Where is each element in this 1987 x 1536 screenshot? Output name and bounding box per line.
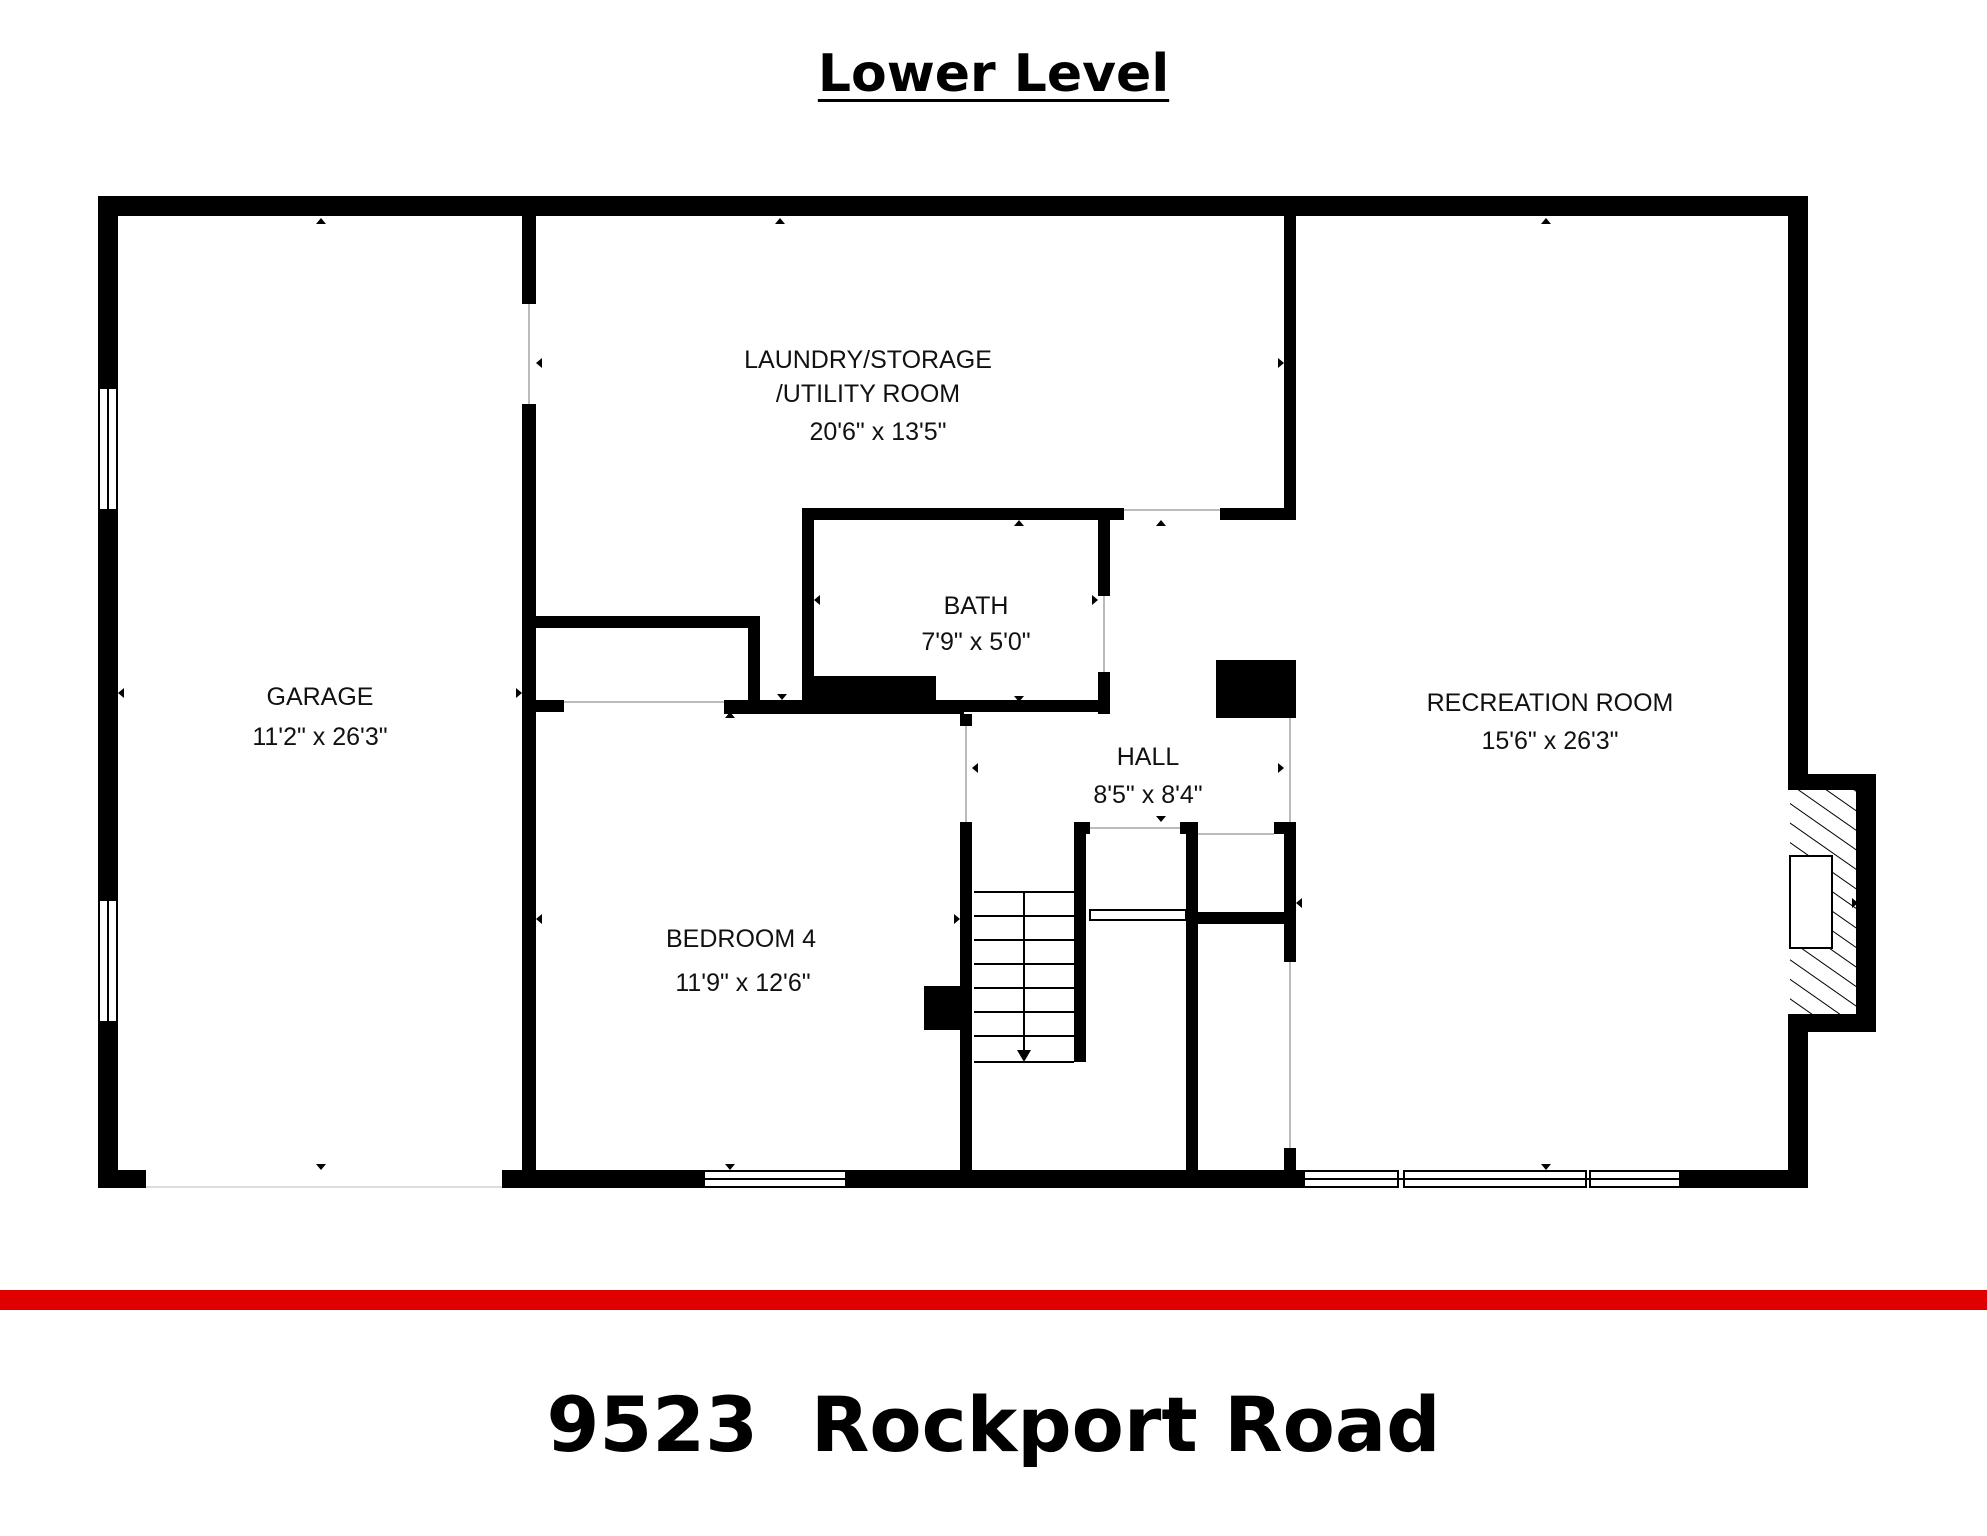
wall-stair-top-left <box>1074 822 1090 834</box>
room-hall-name: HALL <box>1117 743 1180 771</box>
room-laundry-name-line2: /UTILITY ROOM <box>776 380 960 408</box>
door-openings <box>528 304 1291 1148</box>
room-hall-dims: 8'5" x 8'4" <box>1093 781 1202 809</box>
room-hall: HALL 8'5" x 8'4" <box>1093 743 1202 809</box>
room-recreation-dims: 15'6" x 26'3" <box>1481 727 1618 755</box>
wall-rec-bottom-stub <box>1284 1148 1296 1188</box>
wall-stair-right <box>1074 822 1086 1062</box>
room-laundry-name-line1: LAUNDRY/STORAGE <box>744 346 992 374</box>
hall-block <box>1216 660 1296 718</box>
page-title: Lower Level <box>0 44 1987 104</box>
wall-bottom-a <box>98 1170 146 1188</box>
wall-closet2-left <box>1186 822 1198 1174</box>
wall-top <box>98 196 1808 216</box>
fireplace-wall-top <box>1788 774 1876 790</box>
room-bedroom4: BEDROOM 4 11'9" x 12'6" <box>666 925 816 997</box>
closet-shelf <box>1089 909 1187 921</box>
wall-closet2-topright <box>1274 822 1296 834</box>
wall-hall-top-right <box>1220 508 1296 520</box>
property-address: 9523 Rockport Road <box>546 1380 1441 1469</box>
wall-bedroom-right-top <box>960 714 972 726</box>
wall-bottom-b <box>502 1170 704 1188</box>
room-laundry-dims: 20'6" x 13'5" <box>809 418 946 446</box>
wall-closet-bottom-left <box>536 700 564 712</box>
room-bedroom4-name: BEDROOM 4 <box>666 925 816 953</box>
bedroom-closet-block <box>924 986 972 1030</box>
room-bath-name: BATH <box>944 592 1009 620</box>
wall-laundry-rec <box>1284 196 1296 518</box>
room-garage-dims: 11'2" x 26'3" <box>252 723 387 751</box>
wall-right-lower <box>1788 1030 1808 1188</box>
room-bedroom4-dims: 11'9" x 12'6" <box>675 969 810 997</box>
interior-walls <box>522 196 1296 1188</box>
fireplace-wall-right <box>1856 774 1876 1032</box>
wall-bath-top <box>802 508 1124 520</box>
room-garage-name: GARAGE <box>267 683 374 711</box>
wall-left <box>98 196 118 1188</box>
wall-closet-right <box>748 616 760 712</box>
stairs <box>974 891 1074 1063</box>
fireplace-wall-bottom <box>1788 1014 1876 1032</box>
wall-closet2-mid <box>1186 912 1296 924</box>
wall-garage-laundry-top <box>522 196 536 304</box>
fireplace <box>1788 774 1876 1032</box>
page-title-text: Lower Level <box>817 44 1170 104</box>
wall-bath-right-top <box>1098 508 1110 596</box>
room-recreation: RECREATION ROOM 15'6" x 26'3" <box>1427 689 1674 755</box>
wall-right-upper <box>1788 196 1808 774</box>
accent-divider <box>0 1290 1987 1310</box>
room-recreation-name: RECREATION ROOM <box>1427 689 1674 717</box>
wall-bedroom-top <box>724 702 964 714</box>
wall-bath-left <box>802 508 814 710</box>
wall-bottom-c <box>846 1170 1304 1188</box>
room-laundry: LAUNDRY/STORAGE /UTILITY ROOM 20'6" x 13… <box>744 346 992 446</box>
fireplace-firebox <box>1789 855 1833 949</box>
dimension-markers <box>118 218 1858 1170</box>
room-bath: BATH 7'9" x 5'0" <box>921 592 1030 656</box>
room-bath-dims: 7'9" x 5'0" <box>921 628 1030 656</box>
room-garage: GARAGE 11'2" x 26'3" <box>252 683 387 751</box>
wall-hall-rec-lower <box>1284 822 1296 962</box>
windows <box>98 387 1681 1188</box>
wall-bottom-d <box>1680 1170 1808 1188</box>
wall-garage-laundry-bottom <box>522 404 536 1188</box>
garage-door-opening <box>146 1186 502 1188</box>
stair-direction-arrow <box>1017 1050 1031 1062</box>
wall-closet-top <box>536 616 760 628</box>
